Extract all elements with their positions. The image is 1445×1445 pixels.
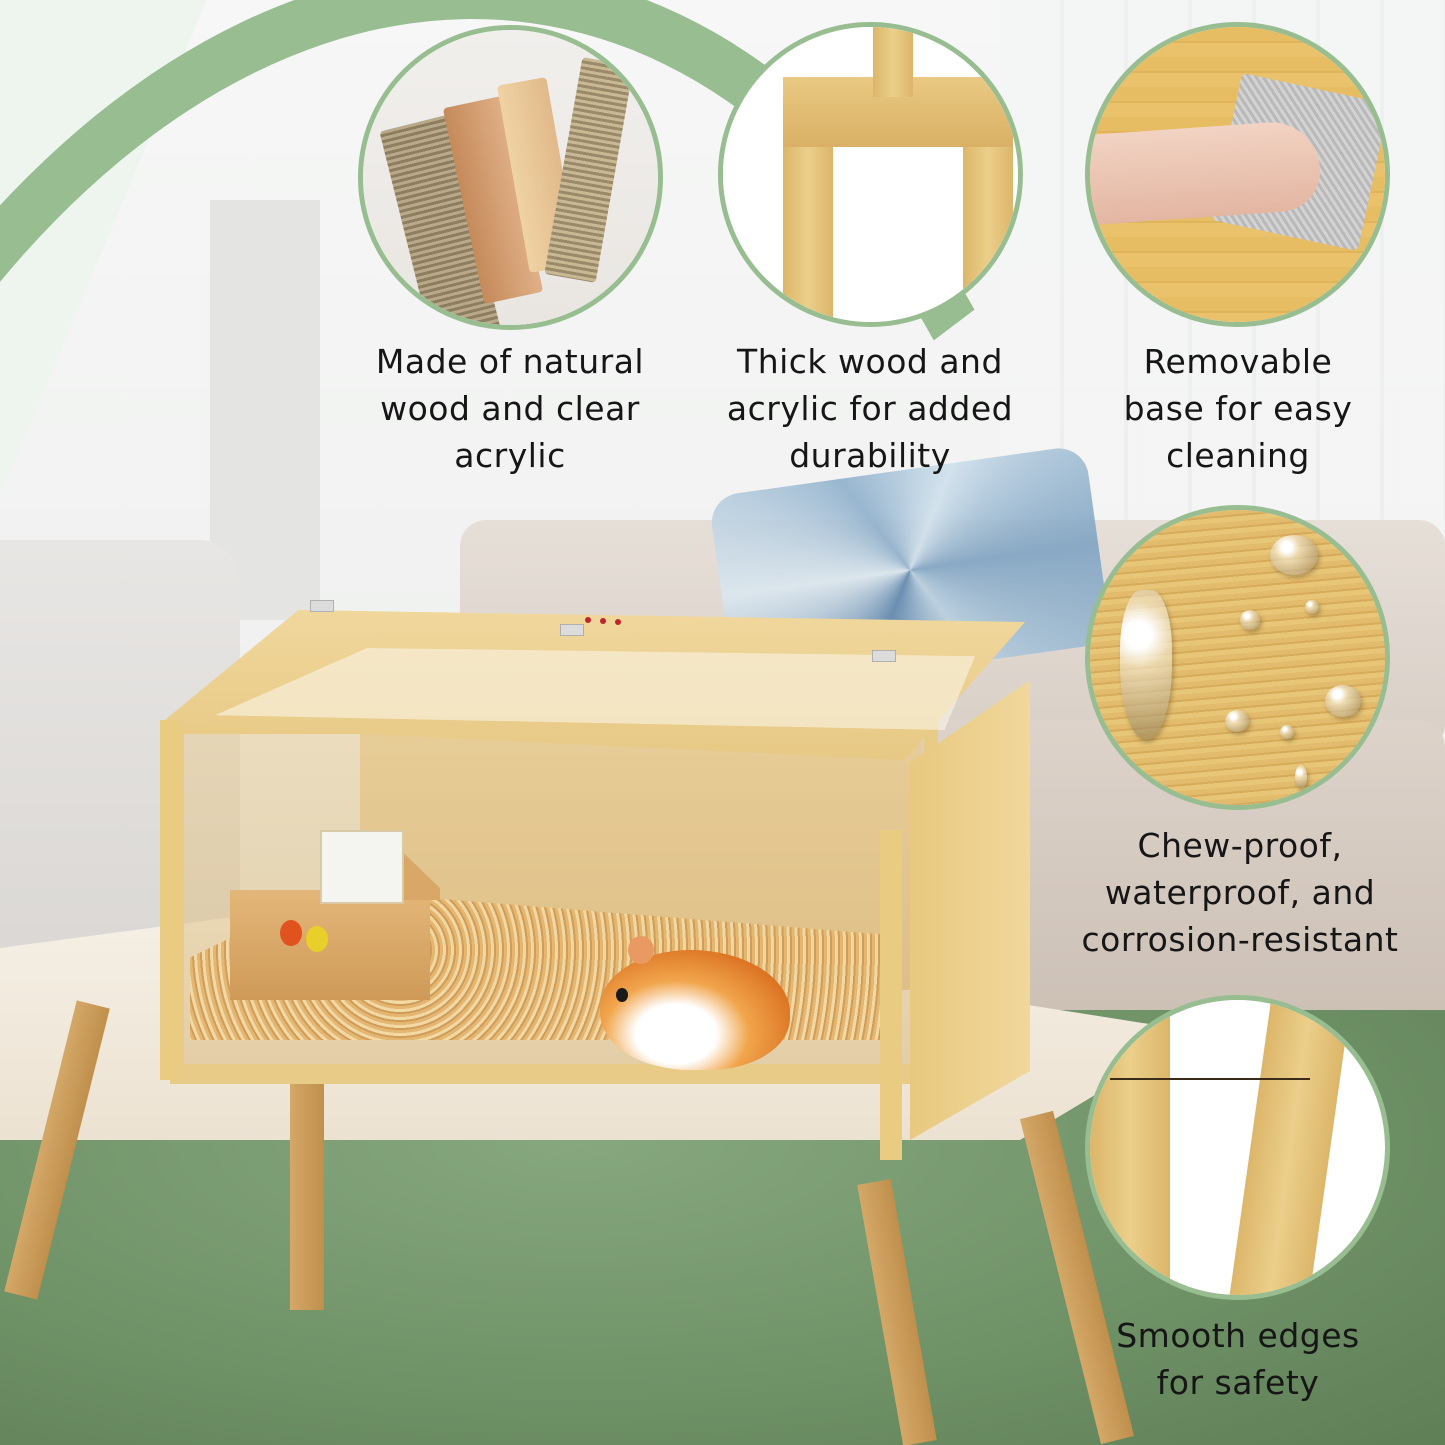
feature-label-line: Thick wood and	[737, 342, 1003, 381]
feature-label: Removable base for easy cleaning	[1068, 338, 1408, 479]
hinge-icon	[872, 650, 896, 662]
cage-post	[880, 830, 902, 1160]
smooth-frame-edge-image	[1085, 995, 1390, 1300]
table-leg	[290, 1080, 324, 1310]
hand	[1090, 119, 1323, 225]
feature-label-line: base for easy	[1123, 389, 1353, 428]
lock-dot-icon	[600, 618, 606, 624]
background-pillar	[210, 200, 320, 620]
feature-label-line: durability	[789, 436, 951, 475]
feature-label: Made of natural wood and clear acrylic	[340, 338, 680, 479]
water-droplets-on-wood-image	[1085, 505, 1390, 810]
feature-label-line: Made of natural	[375, 342, 645, 381]
feature-label-line: waterproof, and	[1104, 873, 1376, 912]
feature-label-line: Smooth edges	[1116, 1316, 1360, 1355]
hamster-eye	[616, 988, 628, 1002]
wood-frame-corner-image	[718, 22, 1023, 327]
feature-label-line: wood and clear	[380, 389, 640, 428]
cage-lid-acrylic-window	[215, 648, 975, 730]
hand-wiping-cloth-image	[1085, 22, 1390, 327]
wood-planks-image	[358, 25, 663, 330]
hinge-icon	[310, 600, 334, 612]
feature-label-line: corrosion-resistant	[1081, 920, 1399, 959]
lock-dot-icon	[615, 619, 621, 625]
feature-label-line: Chew-proof,	[1137, 826, 1343, 865]
feature-label-line: acrylic	[454, 436, 566, 475]
feature-label-line: cleaning	[1166, 436, 1310, 475]
feature-label: Smooth edges for safety	[1068, 1312, 1408, 1406]
cage-post	[160, 720, 182, 1080]
hinge-icon	[560, 624, 584, 636]
feature-label-line: Removable	[1143, 342, 1333, 381]
feature-label-line: for safety	[1156, 1363, 1320, 1402]
feature-label-line: acrylic for added	[726, 389, 1014, 428]
hamster-cage-product	[160, 590, 1030, 1170]
hamster-image	[580, 930, 800, 1080]
hamster-wooden-house	[230, 830, 440, 1000]
feature-label: Thick wood and acrylic for added durabil…	[700, 338, 1040, 479]
lock-dot-icon	[585, 617, 591, 623]
cage-side-panel	[910, 680, 1030, 1140]
feature-label: Chew-proof, waterproof, and corrosion-re…	[1040, 822, 1440, 963]
